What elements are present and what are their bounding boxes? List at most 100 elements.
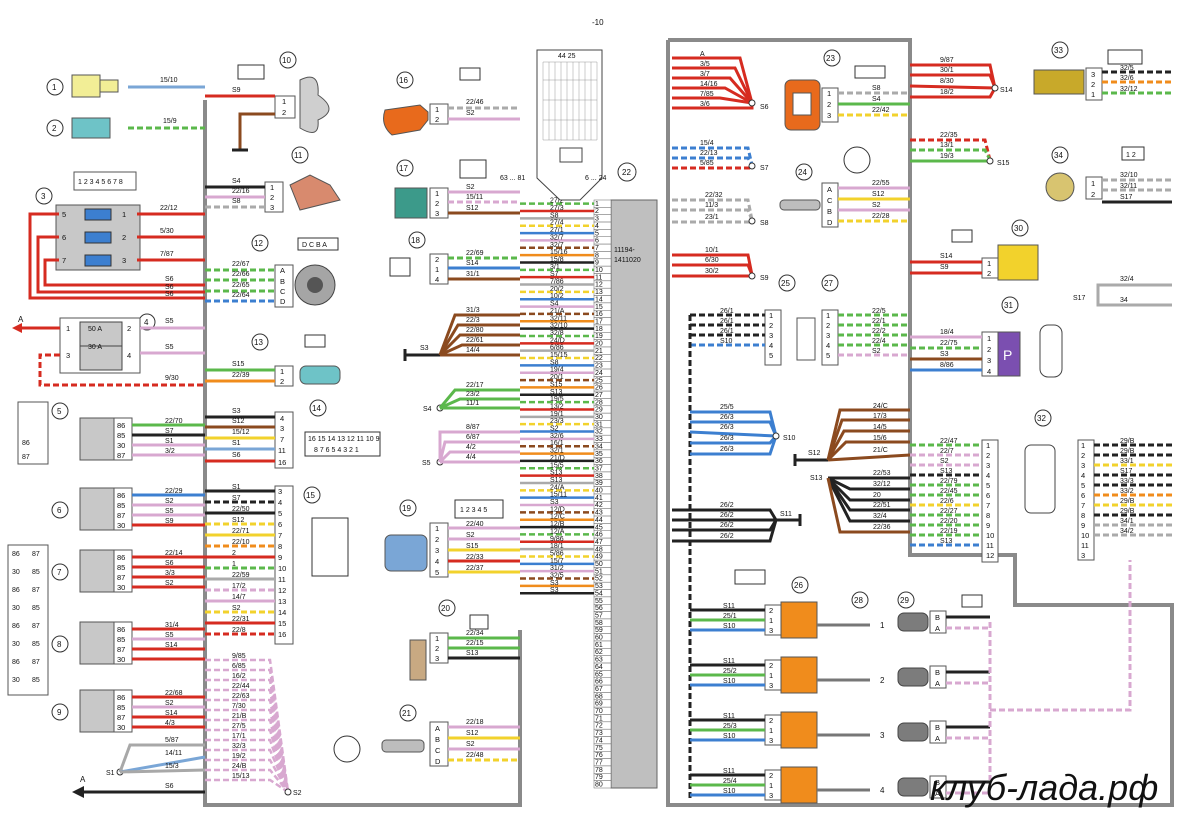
ecu-pin: 49 <box>595 554 603 561</box>
c15-pin: 5 <box>278 509 282 518</box>
ecu-pin: 13 <box>595 289 603 296</box>
c27-wire-label: 22/4 <box>872 338 886 345</box>
rc-pin: 9 <box>1081 521 1085 530</box>
ecu-pin: 28 <box>595 399 603 406</box>
coil-pin: 1 <box>769 726 773 735</box>
svg-text:5/30: 5/30 <box>160 228 174 235</box>
ecu-pin: 32 <box>595 429 603 436</box>
svg-text:15: 15 <box>306 491 315 500</box>
relay-pin: 86 <box>117 421 125 430</box>
relay-pin: 30 <box>117 723 125 732</box>
svg-text:22/36: 22/36 <box>873 524 891 531</box>
svg-text:1: 1 <box>1091 90 1095 99</box>
svg-text:26/3: 26/3 <box>720 424 734 431</box>
svg-text:2: 2 <box>122 233 126 242</box>
c19-wire-label: 22/40 <box>466 521 484 528</box>
svg-text:S8: S8 <box>232 198 241 205</box>
svg-text:18/4: 18/4 <box>940 329 954 336</box>
c19-pin: 4 <box>435 557 439 566</box>
svg-text:26: 26 <box>794 581 803 590</box>
c15-wire-label: S1 <box>232 484 241 491</box>
svg-text:D: D <box>280 297 286 306</box>
relay-wire-label: S14 <box>165 710 178 717</box>
svg-text:22/61: 22/61 <box>466 337 484 344</box>
svg-text:S13: S13 <box>466 650 479 657</box>
c32-wire-label: 22/27 <box>940 508 958 515</box>
ecu-pin: 8 <box>595 252 599 259</box>
injector-body <box>897 722 929 742</box>
svg-text:12: 12 <box>254 239 263 248</box>
ecu-pin: 41 <box>595 495 603 502</box>
c15-pin: 9 <box>278 553 282 562</box>
svg-text:32/12: 32/12 <box>1120 86 1138 93</box>
svg-text:A: A <box>18 315 24 324</box>
rc-pin: 3 <box>1081 461 1085 470</box>
svg-text:S12: S12 <box>808 450 821 457</box>
svg-text:6: 6 <box>62 233 66 242</box>
svg-text:D C B A: D C B A <box>302 242 327 249</box>
c15-wire-label: 22/10 <box>232 539 250 546</box>
ecu-wire-label: 32/7 <box>550 242 564 249</box>
ecu-wire-label: 23/3 <box>550 418 564 425</box>
relay-wire-label: S7 <box>165 428 174 435</box>
plug-number: 4 <box>880 786 885 795</box>
rc-wire-label: 34/2 <box>1120 528 1134 535</box>
splice-s17: S17 32/4 34 <box>1073 276 1172 307</box>
s2-wire-label: 22/44 <box>232 683 250 690</box>
svg-text:3: 3 <box>41 192 46 201</box>
ecu-pin: 3 <box>595 216 599 223</box>
svg-text:C: C <box>435 746 441 755</box>
svg-text:14/11: 14/11 <box>165 750 182 757</box>
ecu-wire-label: 19/5 <box>550 396 564 403</box>
c25-wire-label: 26/1 <box>720 318 734 325</box>
svg-text:6/87: 6/87 <box>466 434 480 441</box>
component-33: 33 3 2 1 32/5 32/6 32/12 S14 9/87 30/1 8… <box>909 41 1172 101</box>
ecu-conn-left: 63 ... 81 <box>500 175 525 182</box>
component-31: 31 1 2 3 4 P 18/4 22/75 S3 8/86 <box>910 296 1063 378</box>
svg-text:3: 3 <box>435 654 439 663</box>
coil-wire-label: S10 <box>723 788 736 795</box>
component-14: 14 16 15 14 13 12 11 10 9 8 7 6 5 4 3 2 … <box>205 399 381 469</box>
s2-wire <box>205 718 290 793</box>
rc-pin: 5 <box>1081 481 1085 490</box>
svg-text:23: 23 <box>826 54 835 63</box>
ecu-pin: 72 <box>595 723 603 730</box>
ref-circle <box>51 703 69 721</box>
s2-rows: 9/856/8516/222/4422/637/3021/B27/517/132… <box>205 653 290 794</box>
svg-text:11/1: 11/1 <box>466 400 479 407</box>
ecu-pin: 51 <box>595 568 603 575</box>
component-30: 30 1 2 S14 S9 <box>910 219 1039 281</box>
svg-text:S12: S12 <box>232 418 245 425</box>
svg-text:22/13: 22/13 <box>700 150 718 157</box>
ecu-wire-label: 27/2 <box>550 198 564 205</box>
c32-wire-label: S2 <box>940 458 949 465</box>
s2-wire <box>205 688 290 793</box>
svg-text:22/80: 22/80 <box>466 327 484 334</box>
svg-text:3: 3 <box>435 209 439 218</box>
rc-pin: 2 <box>1081 451 1085 460</box>
svg-text:30/1: 30/1 <box>940 67 954 74</box>
c32-pin: 11 <box>986 541 994 550</box>
c25-wire-label: 26/1 <box>720 308 734 315</box>
relay-stack-label: 86 <box>12 587 20 594</box>
coil-body <box>780 711 818 749</box>
svg-text:1: 1 <box>827 89 831 98</box>
svg-text:26/3: 26/3 <box>720 446 734 453</box>
plug-number: 1 <box>880 621 885 630</box>
ecu-wire-label: 27/1 <box>550 227 564 234</box>
ecu-pin: 62 <box>595 649 603 656</box>
injector-connector <box>929 775 947 799</box>
svg-text:S2: S2 <box>872 202 881 209</box>
injector-connector <box>929 665 947 689</box>
svg-text:D: D <box>827 218 833 227</box>
component-32: 32 122/47222/73S24S13522/79622/45722/682… <box>910 409 1056 563</box>
ecu-pin: 35 <box>595 451 603 458</box>
svg-text:15/3: 15/3 <box>165 763 179 770</box>
ecu-pin: 71 <box>595 715 603 722</box>
svg-text:11: 11 <box>294 151 303 160</box>
ecu-wire-label: 15/11 <box>550 492 567 499</box>
svg-text:14: 14 <box>312 404 321 413</box>
ecu-wire-label: 5/86 <box>550 550 564 557</box>
